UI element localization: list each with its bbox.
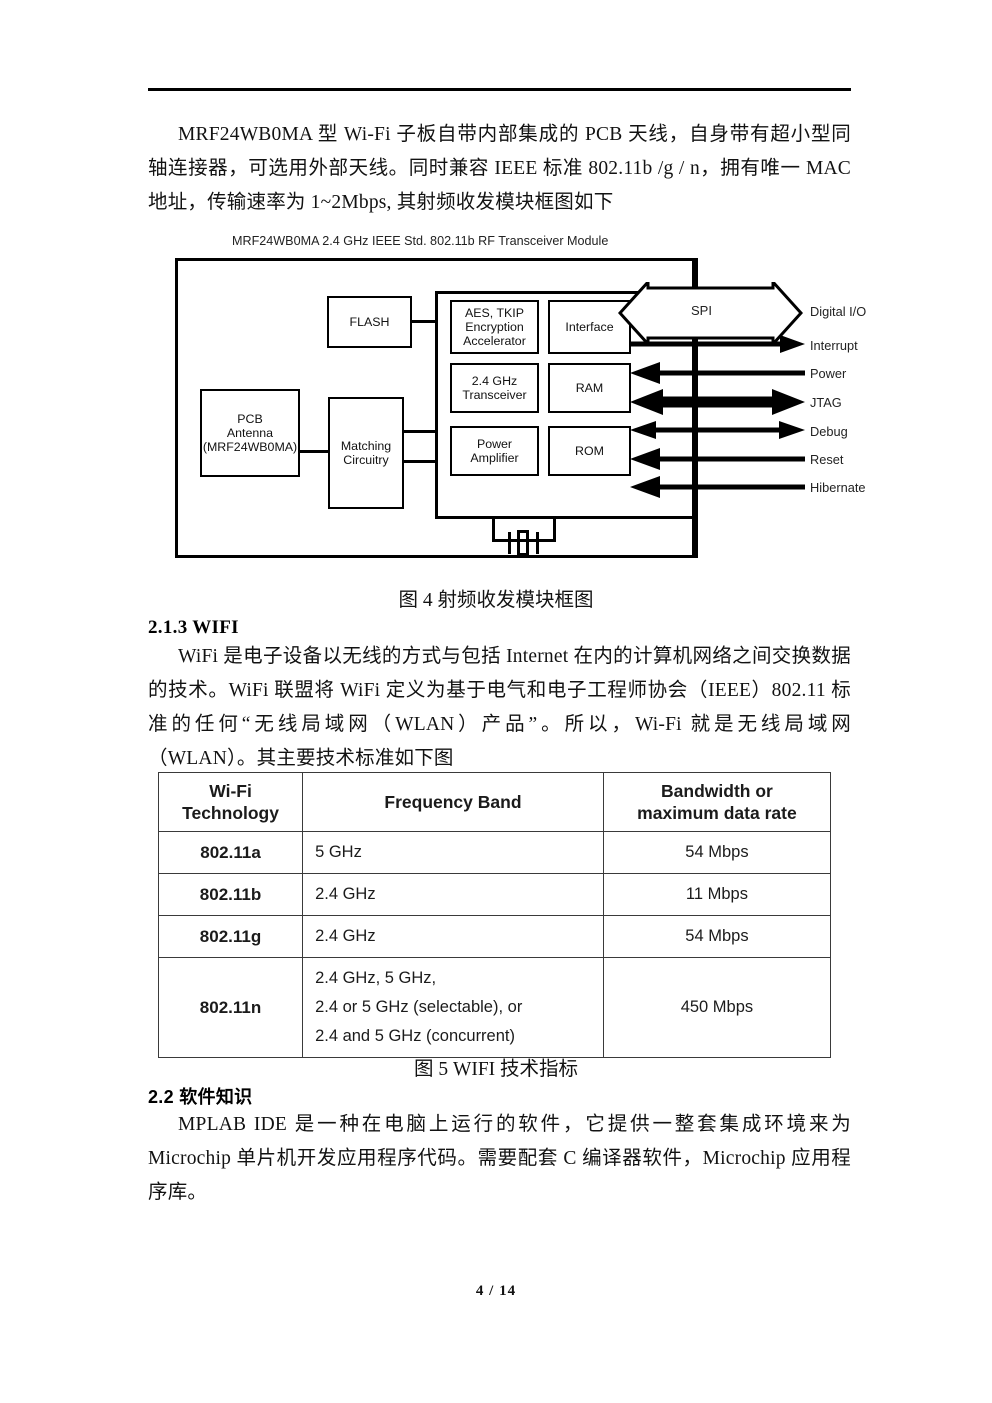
io-label-power: Power: [810, 366, 847, 381]
cell-tech-802-11n: 802.11n: [157, 957, 304, 1058]
wifi-standards-table: Wi-Fi Technology Frequency Band Bandwidt…: [157, 772, 832, 1058]
block-24ghz-transceiver: 2.4 GHz Transceiver: [450, 363, 539, 413]
band-802-11n-line3: 2.4 and 5 GHz (concurrent): [315, 1027, 515, 1045]
flash-label: FLASH: [349, 315, 390, 329]
header-technology-line2: Technology: [182, 803, 279, 823]
cell-rate-802-11a: 54 Mbps: [602, 831, 832, 874]
bus-vertical-line: [695, 258, 698, 558]
spi-bus-arrow: [618, 282, 803, 344]
wire-flash-core: [412, 320, 435, 323]
band-802-11n-line1: 2.4 GHz, 5 GHz,: [315, 969, 437, 987]
pcb-antenna-line2: Antenna: [226, 426, 274, 440]
column-header-bandwidth: Bandwidth or maximum data rate: [602, 772, 832, 832]
aes-line2: Encryption: [465, 320, 524, 334]
poweramp-line2: Amplifier: [470, 451, 519, 465]
wire-matching-core-lower: [404, 460, 435, 463]
table-row: 802.11b 2.4 GHz 11 Mbps: [157, 873, 832, 916]
osc-wire-right: [553, 519, 556, 541]
aes-line3: Accelerator: [463, 334, 526, 348]
wire-antenna-matching: [300, 450, 328, 453]
transceiver-line2: Transceiver: [462, 388, 527, 402]
cell-rate-802-11g: 54 Mbps: [602, 915, 832, 958]
io-label-debug: Debug: [810, 424, 848, 439]
block-flash: FLASH: [327, 296, 412, 348]
header-bandwidth-line1: Bandwidth or: [661, 781, 773, 801]
column-header-frequency-band: Frequency Band: [302, 772, 604, 832]
osc-plate-left: [508, 532, 511, 554]
heading-2-2-software: 2.2 软件知识: [148, 1087, 253, 1107]
ram-label: RAM: [575, 381, 604, 395]
cell-band-802-11g: 2.4 GHz: [302, 915, 604, 958]
table-row: 802.11n 2.4 GHz, 5 GHz, 2.4 or 5 GHz (se…: [157, 957, 832, 1058]
figure-4-caption: 图 4 射频收发模块框图: [398, 590, 594, 611]
table-header-row: Wi-Fi Technology Frequency Band Bandwidt…: [157, 772, 832, 832]
osc-plate-right: [536, 532, 539, 554]
block-power-amplifier: Power Amplifier: [450, 426, 539, 476]
aes-line1: AES, TKIP: [465, 306, 524, 320]
paragraph-mrf24wb0ma: MRF24WB0MA 型 Wi-Fi 子板自带内部集成的 PCB 天线，自身带有…: [148, 118, 851, 220]
paragraph-wifi-definition: WiFi 是电子设备以无线的方式与包括 Internet 在内的计算机网络之间交…: [148, 640, 851, 776]
header-technology-line1: Wi-Fi: [209, 781, 252, 801]
transceiver-line1: 2.4 GHz: [471, 374, 518, 388]
spi-bus-label: SPI: [691, 303, 712, 318]
paragraph-2-text: WiFi 是电子设备以无线的方式与包括 Internet 在内的计算机网络之间交…: [148, 646, 851, 769]
block-matching-circuitry: Matching Circuitry: [328, 397, 404, 509]
table-row: 802.11a 5 GHz 54 Mbps: [157, 831, 832, 874]
matching-line2: Circuitry: [343, 453, 389, 467]
diagram-title: MRF24WB0MA 2.4 GHz IEEE Std. 802.11b RF …: [232, 234, 609, 248]
osc-wire-bridge: [492, 539, 556, 542]
cell-band-802-11a: 5 GHz: [302, 831, 604, 874]
interface-label: Interface: [565, 320, 614, 334]
paragraph-1-text: MRF24WB0MA 型 Wi-Fi 子板自带内部集成的 PCB 天线，自身带有…: [148, 124, 851, 213]
arrow-interrupt: [630, 335, 805, 353]
paragraph-3-text: MPLAB IDE 是一种在电脑上运行的软件，它提供一整套集成环境来为 Micr…: [148, 1114, 851, 1203]
pcb-antenna-line1: PCB: [237, 412, 263, 426]
io-label-reset: Reset: [810, 452, 844, 467]
page-number-footer: 4 / 14: [475, 1283, 517, 1299]
cell-tech-802-11g: 802.11g: [157, 915, 304, 958]
arrow-jtag: [630, 389, 805, 415]
cell-band-802-11b: 2.4 GHz: [302, 873, 604, 916]
heading-2-1-3-wifi: 2.1.3 WIFI: [148, 617, 239, 638]
column-header-technology: Wi-Fi Technology: [157, 772, 304, 832]
matching-line1: Matching: [340, 439, 392, 453]
header-frequency-line1: Frequency Band: [384, 792, 522, 812]
header-bandwidth-line2: maximum data rate: [637, 803, 797, 823]
io-label-hibernate: Hibernate: [810, 480, 866, 495]
cell-rate-802-11b: 11 Mbps: [602, 873, 832, 916]
pcb-antenna-line3: (MRF24WB0MA): [202, 440, 298, 454]
poweramp-line1: Power: [476, 437, 513, 451]
cell-tech-802-11b: 802.11b: [157, 873, 304, 916]
block-ram: RAM: [548, 363, 631, 413]
block-interface: Interface: [548, 300, 631, 354]
paragraph-mplab-ide: MPLAB IDE 是一种在电脑上运行的软件，它提供一整套集成环境来为 Micr…: [148, 1108, 851, 1210]
arrow-reset: [630, 448, 805, 470]
cell-tech-802-11a: 802.11a: [157, 831, 304, 874]
wire-matching-core-upper: [404, 430, 435, 433]
arrow-debug: [630, 421, 805, 439]
rom-label: ROM: [575, 444, 604, 458]
block-pcb-antenna: PCB Antenna (MRF24WB0MA): [200, 389, 300, 477]
crystal-icon: [517, 530, 529, 556]
figure-4-block-diagram: MRF24WB0MA 2.4 GHz IEEE Std. 802.11b RF …: [170, 234, 866, 574]
cell-band-802-11n: 2.4 GHz, 5 GHz, 2.4 or 5 GHz (selectable…: [302, 957, 604, 1058]
header-rule: [148, 88, 851, 91]
arrow-hibernate: [630, 476, 805, 498]
io-label-digital-io: Digital I/O: [810, 304, 867, 319]
arrow-power: [630, 362, 805, 384]
block-aes-tkip-accelerator: AES, TKIP Encryption Accelerator: [450, 300, 539, 354]
figure-5-caption: 图 5 WIFI 技术指标: [413, 1059, 579, 1080]
io-label-interrupt: Interrupt: [810, 338, 858, 353]
band-802-11n-line2: 2.4 or 5 GHz (selectable), or: [315, 998, 523, 1016]
cell-rate-802-11n: 450 Mbps: [602, 957, 832, 1058]
table-row: 802.11g 2.4 GHz 54 Mbps: [157, 915, 832, 958]
osc-wire-left: [492, 519, 495, 541]
io-label-jtag: JTAG: [810, 395, 842, 410]
block-rom: ROM: [548, 426, 631, 476]
